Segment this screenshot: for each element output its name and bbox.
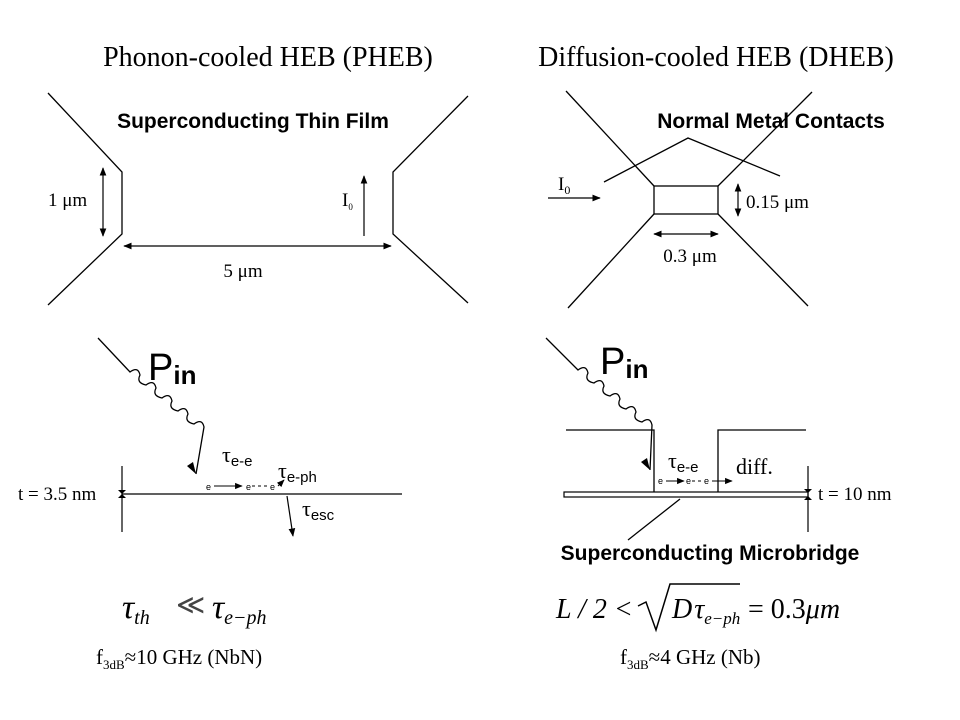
dheb-thickness-arrow-bottom	[804, 496, 812, 500]
pheb-tau-ee-label: τe-e	[222, 442, 253, 470]
pheb-pin-label: Pin	[148, 347, 196, 390]
dheb-bridge-label: Superconducting Microbridge	[561, 542, 860, 565]
dheb-width-label: 0.15 μm	[746, 192, 809, 213]
pheb-tau-esc-label: τesc	[302, 496, 335, 524]
pheb-right-contact-outline	[392, 95, 469, 304]
dheb-microbridge-line	[563, 491, 809, 498]
dheb-frequency: f3dB≈4 GHz (Nb)	[620, 645, 761, 672]
pheb-thickness-label: t = 3.5 nm	[18, 484, 96, 505]
dheb-diag-br	[717, 213, 809, 307]
pheb-eph-arrow	[276, 479, 285, 488]
dheb-length-label: 0.3 μm	[663, 246, 717, 267]
pheb-film-geometry	[47, 92, 469, 306]
pheb-formula: τth ≪ τe−ph	[122, 589, 267, 629]
pheb-photon-wave	[97, 337, 205, 475]
dheb-electron-mark: e	[658, 476, 663, 486]
pheb-current-label: I0	[342, 190, 353, 212]
dheb-current-label: I0	[558, 174, 570, 197]
pheb-thickness-arrow-top	[118, 490, 126, 494]
dheb-formula: L / 2 < Dτe−ph = 0.3μm	[555, 583, 840, 633]
pheb-thickness-arrow-bottom	[118, 494, 126, 498]
svg-text:Dτe−ph: Dτe−ph	[671, 594, 740, 628]
pheb-frequency: f3dB≈10 GHz (NbN)	[96, 645, 262, 672]
dheb-contact-profile	[566, 429, 806, 492]
dheb-title: Diffusion-cooled HEB (DHEB)	[538, 42, 894, 73]
pheb-tau-eph-label: τe-ph	[278, 458, 317, 486]
pheb-esc-arrow	[286, 495, 296, 537]
pheb-formula-relation: ≪	[176, 589, 205, 620]
dheb-electron-mark: e	[686, 476, 691, 486]
dheb-photon-wave	[545, 337, 653, 471]
dheb-pin-label: Pin	[600, 341, 648, 384]
pheb-width-label: 1 μm	[48, 190, 87, 211]
dheb-thickness-arrow-top	[804, 489, 812, 493]
dheb-electron-mark: e	[704, 476, 709, 486]
dheb-contacts-label: Normal Metal Contacts	[657, 110, 885, 133]
pheb-electron-mark: e	[206, 482, 211, 492]
dheb-diag-tl	[565, 90, 655, 187]
dheb-contact-geometry	[565, 90, 813, 309]
pheb-length-label: 5 μm	[223, 261, 262, 282]
svg-text:τe−ph: τe−ph	[212, 589, 267, 629]
pheb-title: Phonon-cooled HEB (PHEB)	[103, 42, 433, 73]
dheb-thickness-label: t = 10 nm	[818, 484, 892, 505]
svg-text:L / 2 <: L / 2 <	[555, 594, 633, 625]
dheb-bridge-pointer	[627, 498, 681, 541]
dheb-diag-tr	[717, 91, 813, 187]
pheb-left-contact-outline	[47, 92, 123, 306]
svg-text:= 0.3μm: = 0.3μm	[748, 594, 840, 625]
dheb-sqrt-sign	[637, 583, 740, 633]
pheb-film-label: Superconducting Thin Film	[117, 110, 389, 133]
dheb-diff-label: diff.	[736, 454, 773, 479]
dheb-diag-bl	[567, 213, 655, 309]
pheb-electron-mark: e	[246, 482, 251, 492]
pheb-photon-arrowhead	[187, 462, 196, 474]
dheb-bridge-rect	[653, 185, 719, 215]
pheb-electron-mark: e	[270, 482, 275, 492]
dheb-contacts-pointer	[603, 137, 781, 183]
dheb-photon-arrowhead	[641, 458, 650, 470]
dheb-tau-ee-label: τe-e	[668, 448, 699, 476]
svg-text:τth: τth	[122, 589, 150, 629]
